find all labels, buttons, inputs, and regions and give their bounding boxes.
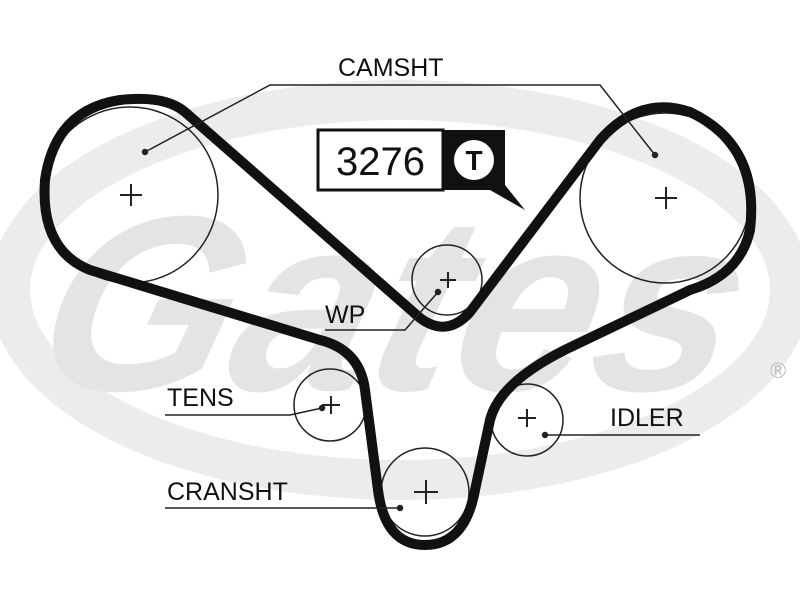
part-badge: T	[465, 145, 482, 176]
registered-mark: ®	[770, 358, 786, 383]
label-tensioner: TENS	[167, 384, 234, 412]
timing-belt	[39, 93, 757, 550]
part-number-box: 3276 T	[316, 128, 525, 210]
center-marks	[120, 184, 677, 504]
leader-lines	[141, 84, 700, 512]
badge-circle	[454, 140, 494, 180]
water-pump-pulley	[411, 244, 483, 316]
label-idler: IDLER	[610, 404, 684, 432]
label-water-pump: WP	[325, 301, 365, 329]
label-camshaft: CAMSHT	[338, 54, 444, 82]
part-number: 3276	[336, 140, 425, 184]
label-crankshaft: CRANSHT	[167, 478, 288, 506]
